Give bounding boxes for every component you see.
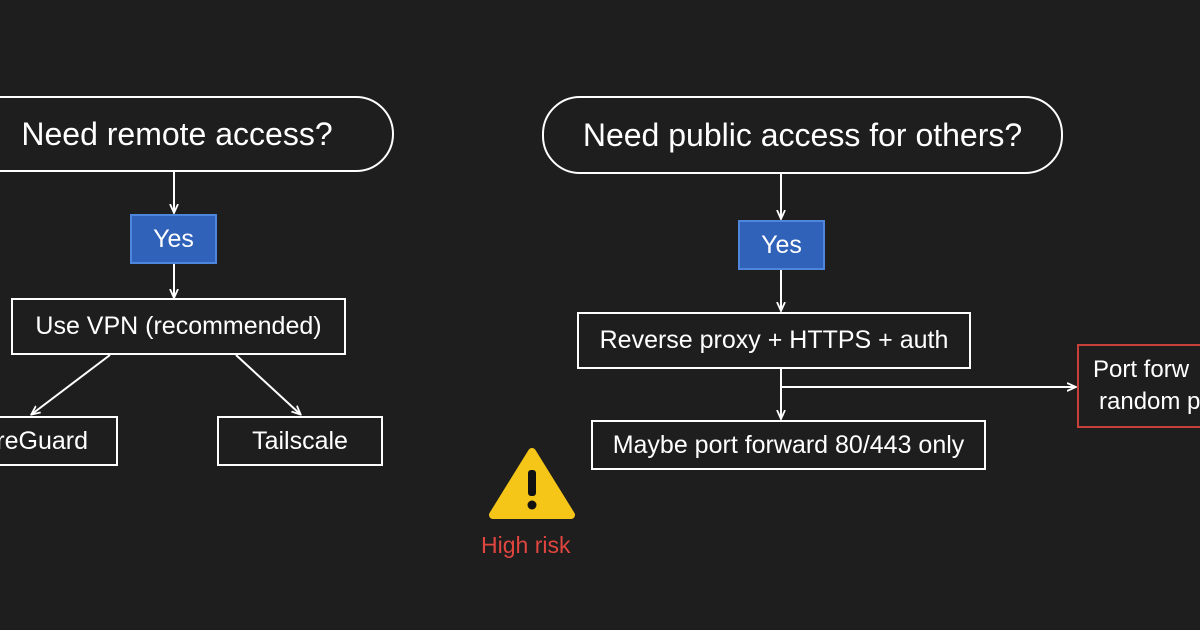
remote-access-yes: Yes: [130, 214, 217, 264]
risky-option-box: Port forw random p: [1077, 344, 1200, 428]
public-access-question: Need public access for others?: [542, 96, 1063, 174]
risky-option-line-2: random p: [1099, 388, 1200, 415]
wireguard-box: reGuard: [0, 416, 118, 466]
use-vpn-box: Use VPN (recommended): [11, 298, 346, 355]
warning-triangle-icon: [489, 448, 575, 519]
arrow-vpn-to-tailscale: [235, 354, 300, 414]
public-access-yes: Yes: [738, 220, 825, 270]
high-risk-label: High risk: [481, 532, 571, 558]
reverse-proxy-box: Reverse proxy + HTTPS + auth: [577, 312, 971, 369]
arrow-vpn-to-wireguard: [32, 354, 111, 414]
port-forward-box: Maybe port forward 80/443 only: [591, 420, 986, 470]
remote-access-question: Need remote access?: [0, 96, 394, 172]
risky-option-line-1: Port forw: [1093, 356, 1190, 383]
tailscale-box: Tailscale: [217, 416, 383, 466]
